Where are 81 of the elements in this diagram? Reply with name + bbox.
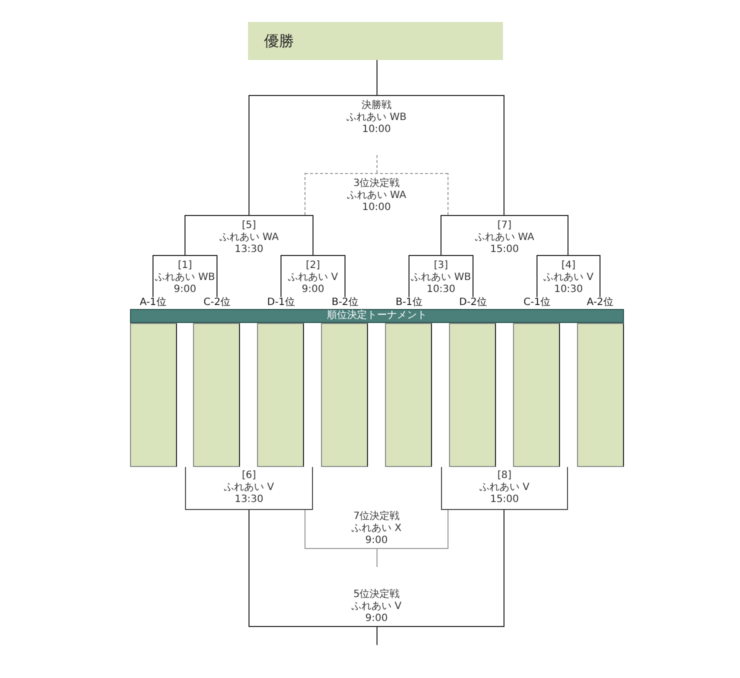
- match-text: ふれあい V: [478, 482, 531, 494]
- match-text: 9:00: [300, 284, 326, 296]
- match-text: 9:00: [364, 613, 389, 625]
- match-text: 15:00: [489, 244, 520, 256]
- match-bracket: [249, 588, 504, 627]
- match-bracket: [281, 255, 345, 295]
- match-text: ふれあい V: [350, 601, 403, 613]
- match-text: ふれあい X: [350, 523, 403, 535]
- match-text: 9:00: [172, 284, 198, 296]
- result-box: [449, 323, 496, 467]
- match-bracket: [305, 510, 448, 549]
- match-bracket: [185, 467, 313, 510]
- tournament-banner: 順位決定トーナメント: [130, 309, 624, 323]
- match-text: 10:00: [361, 124, 392, 136]
- match-text: 10:30: [553, 284, 584, 296]
- match-text: [7]: [496, 220, 513, 232]
- team-label: C-1位: [515, 297, 559, 309]
- result-box: [513, 323, 560, 467]
- bracket-line: [344, 254, 346, 298]
- match-text: 7位決定戦: [352, 511, 401, 523]
- bracket-line: [304, 172, 306, 216]
- bracket-line: [376, 60, 378, 96]
- result-box: [193, 323, 240, 467]
- result-box: [577, 323, 624, 467]
- match-text: [4]: [560, 260, 577, 272]
- bracket-line: [536, 254, 538, 298]
- match-text: [3]: [432, 260, 450, 272]
- match-text: 13:30: [234, 494, 264, 506]
- team-label: C-2位: [195, 297, 239, 309]
- match-text: [6]: [240, 470, 258, 482]
- match-text: ふれあい WB: [154, 272, 216, 284]
- match-text: 15:00: [489, 494, 520, 506]
- bracket-line: [472, 254, 474, 298]
- bracket-line: [280, 254, 282, 298]
- team-label: B-2位: [323, 297, 367, 309]
- bracket-line: [248, 94, 250, 216]
- bracket-line: [312, 214, 314, 256]
- match-text: 決勝戦: [360, 100, 392, 112]
- result-box: [321, 323, 368, 467]
- bracket-line: [248, 510, 250, 628]
- bracket-line: [152, 254, 154, 298]
- match-bracket: [153, 255, 217, 295]
- bracket-line: [408, 254, 410, 298]
- match-text: [2]: [304, 260, 322, 272]
- bracket-line: [304, 510, 306, 550]
- match-bracket: [305, 173, 448, 213]
- match-bracket: [441, 467, 568, 510]
- match-text: ふれあい WB: [346, 112, 408, 124]
- team-label: A-1位: [131, 297, 175, 309]
- match-text: [8]: [496, 470, 513, 482]
- match-text: 10:30: [426, 284, 456, 296]
- match-text: ふれあい WB: [410, 272, 472, 284]
- team-label: A-2位: [578, 297, 622, 309]
- match-bracket: [185, 215, 313, 255]
- bracket-line: [216, 254, 218, 298]
- match-text: ふれあい V: [286, 272, 340, 284]
- match-text: [5]: [240, 220, 258, 232]
- match-text: ふれあい V: [222, 482, 276, 494]
- team-label: B-1位: [387, 297, 431, 309]
- match-bracket: [441, 215, 568, 255]
- champion-box: 優勝: [248, 22, 503, 60]
- team-label: D-2位: [451, 297, 495, 309]
- match-text: 9:00: [364, 535, 389, 547]
- match-text: ふれあい WA: [474, 232, 536, 244]
- bracket-line: [184, 214, 186, 256]
- match-bracket: [249, 95, 504, 135]
- match-text: 10:00: [361, 202, 392, 214]
- match-text: ふれあい V: [542, 272, 595, 284]
- result-box: [385, 323, 432, 467]
- match-bracket: [537, 255, 600, 295]
- match-text: [1]: [176, 260, 194, 272]
- match-text: 3位決定戦: [352, 178, 401, 190]
- result-box: [130, 323, 177, 467]
- bracket-line: [440, 214, 442, 256]
- team-label: D-1位: [259, 297, 303, 309]
- match-text: ふれあい WA: [218, 232, 280, 244]
- match-text: 13:30: [234, 244, 264, 256]
- result-box: [257, 323, 304, 467]
- match-text: 5位決定戦: [352, 589, 401, 601]
- match-bracket: [409, 255, 473, 295]
- match-text: ふれあい WA: [346, 190, 408, 202]
